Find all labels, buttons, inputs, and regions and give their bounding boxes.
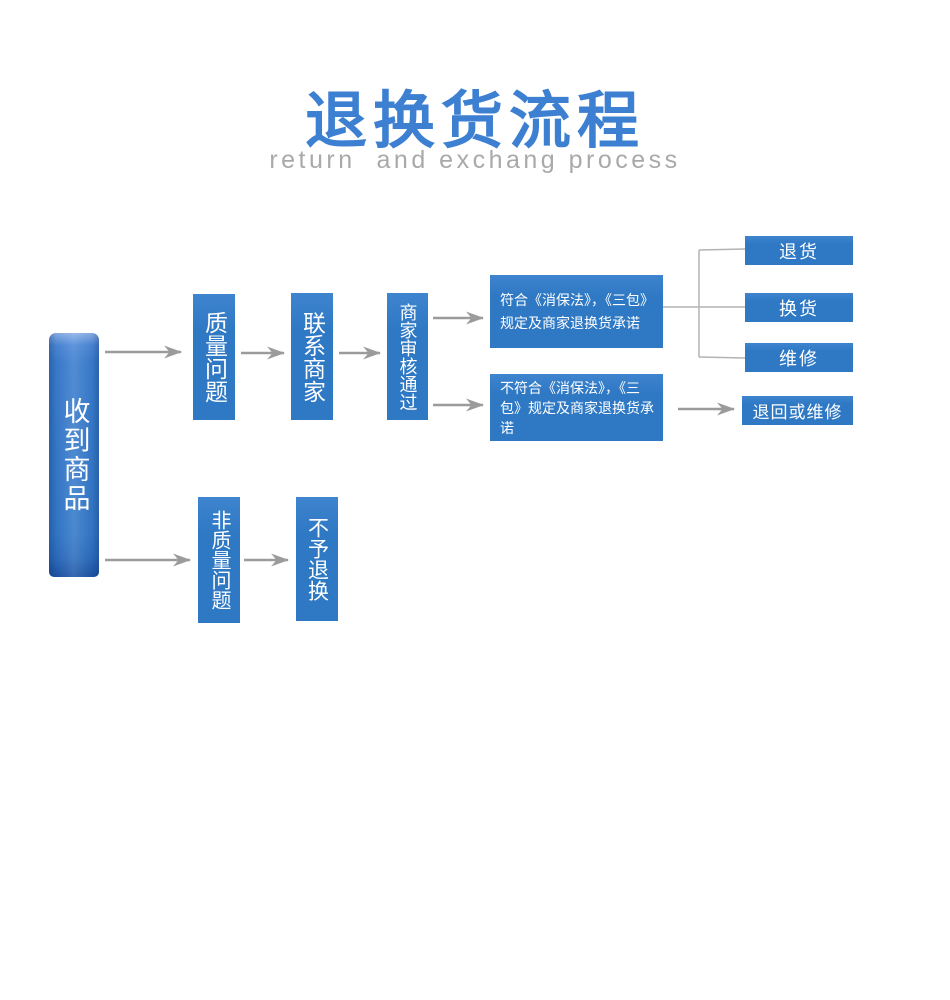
node-outcome-return: 退货	[745, 236, 853, 265]
node-outcome-exchange-label: 换货	[779, 298, 819, 319]
bracket-match-outcomes-top	[698, 248, 746, 251]
node-outcome-repair-label: 维修	[779, 348, 819, 369]
node-condition-not-match-label: 不符合《消保法》，《三包》规定及商家退换货承诺	[500, 379, 654, 436]
node-outcome-return-or-repair-label: 退回或维修	[752, 403, 843, 422]
node-merchant-review-label: 商家审核通过	[397, 302, 418, 411]
node-outcome-exchange: 换货	[745, 293, 853, 322]
node-quality-issue-label: 质量问题	[201, 311, 228, 403]
node-outcome-repair: 维修	[745, 343, 853, 372]
node-no-return-exchange: 不予退换	[296, 497, 338, 621]
node-contact-merchant-label: 联系商家	[299, 310, 326, 403]
node-non-quality-issue-label: 非质量问题	[208, 510, 230, 610]
node-outcome-return-label: 退货	[779, 241, 819, 262]
node-condition-not-match: 不符合《消保法》，《三包》规定及商家退换货承诺	[490, 374, 663, 441]
node-quality-issue: 质量问题	[193, 294, 235, 420]
node-condition-match: 符合《消保法》，《三包》规定及商家退换货承诺	[490, 275, 663, 348]
node-no-return-exchange-label: 不予退换	[305, 517, 329, 601]
node-contact-merchant: 联系商家	[291, 293, 333, 420]
node-outcome-return-or-repair: 退回或维修	[742, 396, 853, 425]
node-condition-match-label: 符合《消保法》，《三包》规定及商家退换货承诺	[500, 291, 654, 331]
page-subtitle: return and exchang process	[269, 146, 681, 174]
node-merchant-review: 商家审核通过	[387, 293, 428, 420]
node-receive-goods: 收到商品	[49, 333, 99, 577]
node-non-quality-issue: 非质量问题	[198, 497, 240, 623]
node-receive-goods-label: 收到商品	[59, 397, 90, 513]
page-title: 退换货流程	[304, 87, 645, 156]
bracket-match-outcomes-bottom	[698, 356, 746, 359]
